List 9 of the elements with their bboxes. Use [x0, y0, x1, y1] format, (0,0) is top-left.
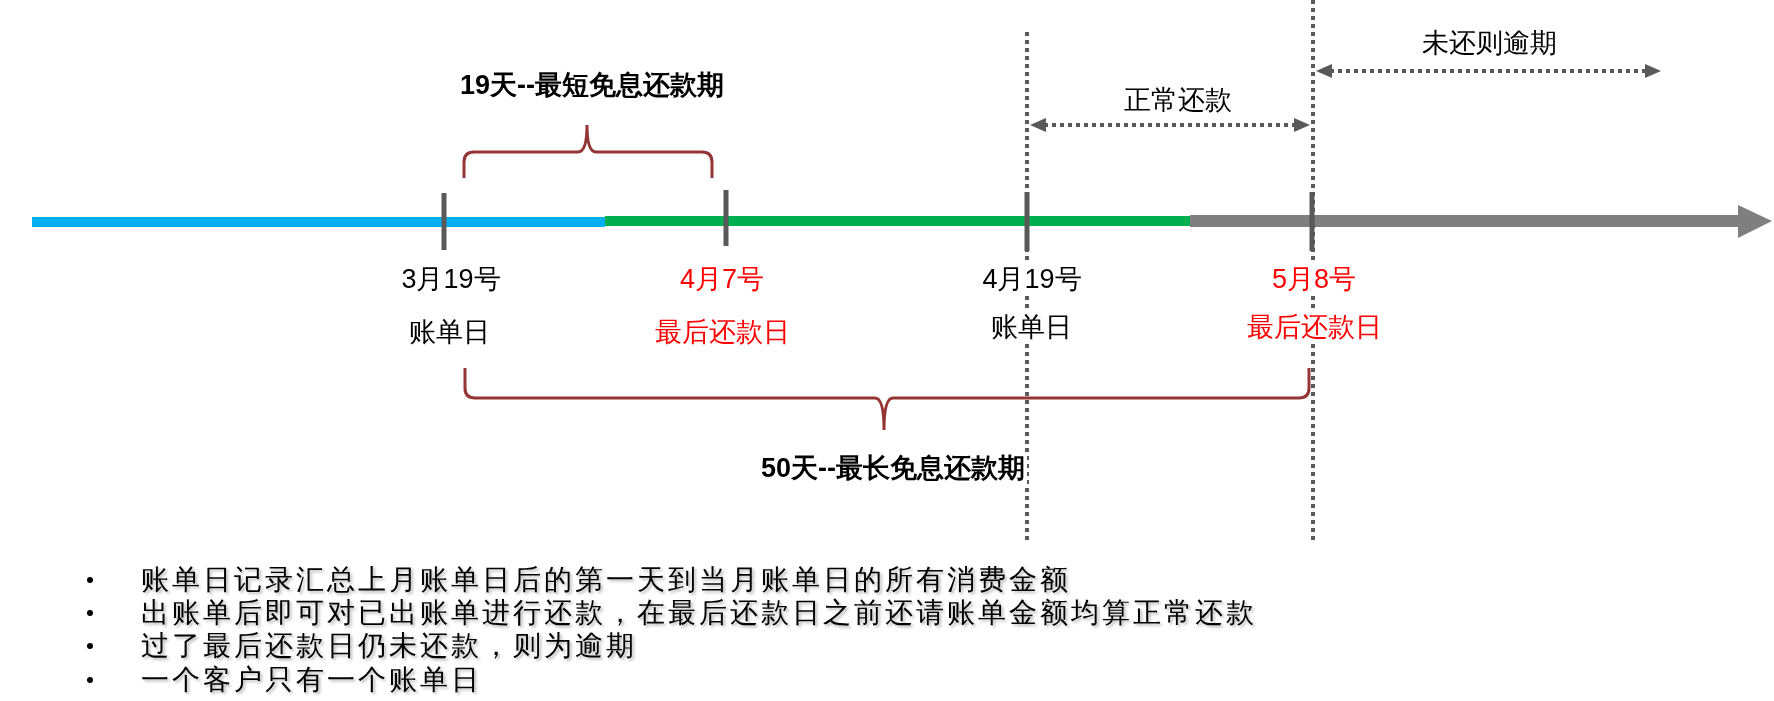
bullet-text: 过了最后还款日仍未还款，则为逾期 [141, 630, 637, 662]
date-label: 4月19号 [980, 263, 1084, 295]
bullet-text: 出账单后即可对已出账单进行还款，在最后还款日之前还请账单金额均算正常还款 [141, 597, 1257, 629]
bullet-text: 账单日记录汇总上月账单日后的第一天到当月账单日的所有消费金额 [141, 564, 1071, 596]
bullet-text: 一个客户只有一个账单日 [141, 664, 482, 696]
period-label: 50天--最长免息还款期 [759, 452, 1027, 484]
range-label: 正常还款 [1122, 84, 1234, 116]
period-label: 19天--最短免息还款期 [458, 69, 726, 101]
date-label: 5月8号 [1270, 263, 1358, 295]
